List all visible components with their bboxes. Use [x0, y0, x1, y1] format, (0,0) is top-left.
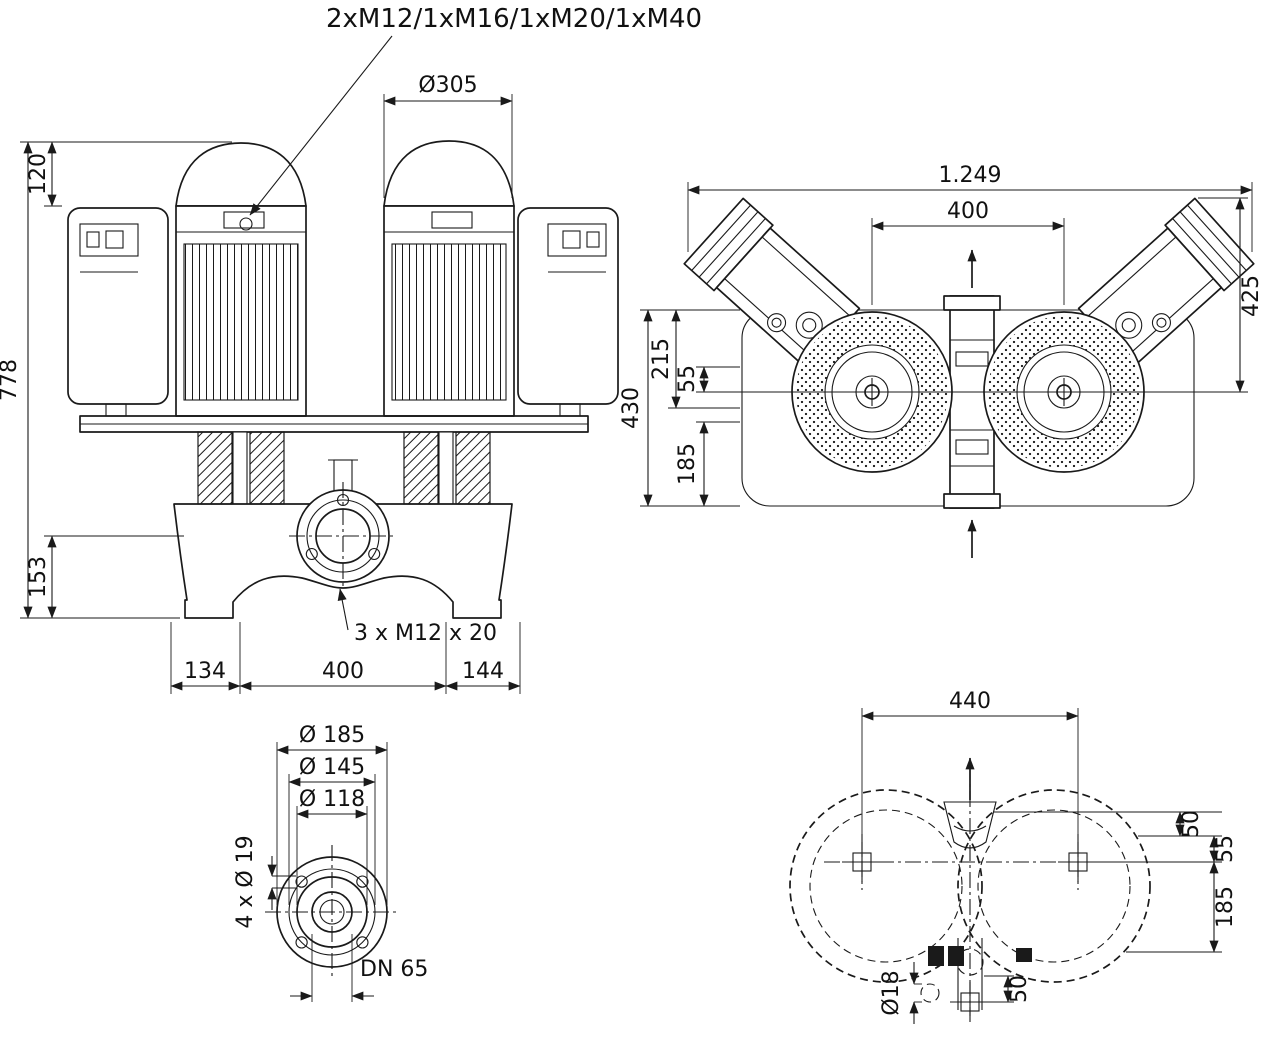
- foot-offset-left-label: 134: [184, 659, 226, 684]
- discharge-port-outline: [943, 801, 997, 849]
- dim-bolt-spacing: 440: [861, 689, 1079, 844]
- dim-motor-diameter: Ø305: [383, 73, 513, 198]
- anchor-bolt-bottom: [950, 982, 990, 1022]
- dim-bolt-circle: Ø 145: [288, 755, 376, 905]
- total-depth-label: 430: [619, 387, 644, 429]
- drive-module-right: [517, 207, 619, 405]
- cable-gland-label: 2xM12/1xM16/1xM20/1xM40: [326, 4, 702, 34]
- port-height-label: 153: [26, 556, 51, 598]
- dim-depth-to-module: 425: [1196, 197, 1264, 393]
- motor-baseplate: [79, 403, 589, 433]
- top-view: 1.249 400 425 430 215 55: [619, 163, 1264, 558]
- dim-raised-face: Ø 118: [296, 787, 368, 905]
- anchor-bolt-right: [1058, 842, 1098, 882]
- discharge-flange: [289, 482, 397, 590]
- filled-parts: [928, 946, 1032, 966]
- anchor-hole-label: Ø18: [879, 970, 904, 1015]
- nominal-bore-label: DN 65: [360, 957, 428, 982]
- cable-gland-note: 2xM12/1xM16/1xM20/1xM40: [239, 4, 702, 231]
- lantern-left: [197, 431, 285, 505]
- foot-offset-right-label: 144: [462, 659, 504, 684]
- dim-left-depth-stack: 430 215 55 185: [619, 309, 740, 507]
- dim-flange-od: Ø 185: [276, 723, 388, 905]
- bolt-spacing-label: 440: [949, 689, 991, 714]
- dim-motor-spacing: 400: [871, 199, 1065, 305]
- dim-left-stack: 778 120 153: [0, 141, 232, 619]
- raised-face-label: Ø 118: [299, 787, 365, 812]
- total-width-label: 1.249: [939, 163, 1002, 188]
- motor-left: [175, 142, 307, 417]
- bolt-circle-label: Ø 145: [299, 755, 365, 780]
- bolt-holes-label: 4 x Ø 19: [233, 835, 258, 928]
- foundation-depth-label: 185: [1213, 886, 1238, 928]
- anchor-hole: [920, 983, 940, 1003]
- front-view: 2xM12/1xM16/1xM20/1xM40: [0, 4, 702, 694]
- lower-depth-label: 185: [675, 443, 700, 485]
- offset-mid-label: 55: [1213, 835, 1238, 863]
- port-spacing-label: 400: [322, 659, 364, 684]
- port-column: [943, 249, 1001, 558]
- centerlines: [824, 764, 1116, 1016]
- dim-anchor-hole: Ø18: [879, 962, 922, 1024]
- base-outline: [789, 757, 1151, 1010]
- motor-right: [383, 140, 515, 417]
- flange-bolt-note: 3 x M12 x 20: [337, 588, 497, 646]
- dim-right-stack: 50 55 185: [994, 810, 1238, 953]
- offset-bottom-label: 50: [1007, 975, 1032, 1003]
- motor-diameter-label: Ø305: [418, 73, 477, 98]
- flange-bolt-label: 3 x M12 x 20: [354, 621, 497, 646]
- lantern-right: [403, 431, 491, 505]
- drive-module-left: [67, 207, 169, 405]
- flange-view: Ø 185 Ø 145 Ø 118 4 x Ø 19 DN 65: [233, 723, 428, 1002]
- upper-depth-label: 215: [649, 338, 674, 380]
- foundation-view: 440 50 55 185 50 Ø18: [789, 689, 1238, 1024]
- flange-od-label: Ø 185: [299, 723, 365, 748]
- dim-total-width: 1.249: [687, 163, 1253, 252]
- depth-to-module-label: 425: [1239, 275, 1264, 317]
- dim-bottom-row: 134 400 144: [170, 622, 521, 694]
- flange-face: [265, 845, 399, 980]
- module-height-label: 120: [26, 153, 51, 195]
- offset-port-label: 50: [1179, 810, 1204, 838]
- dim-nominal-bore: DN 65: [290, 934, 428, 1002]
- anchor-bolt-left: [842, 842, 882, 882]
- dim-bolt-holes: 4 x Ø 19: [233, 835, 296, 929]
- axis-offset-label: 55: [675, 365, 700, 393]
- motor-spacing-label: 400: [947, 199, 989, 224]
- dim-offset-bottom: 50: [984, 975, 1032, 1003]
- total-height-label: 778: [0, 359, 22, 401]
